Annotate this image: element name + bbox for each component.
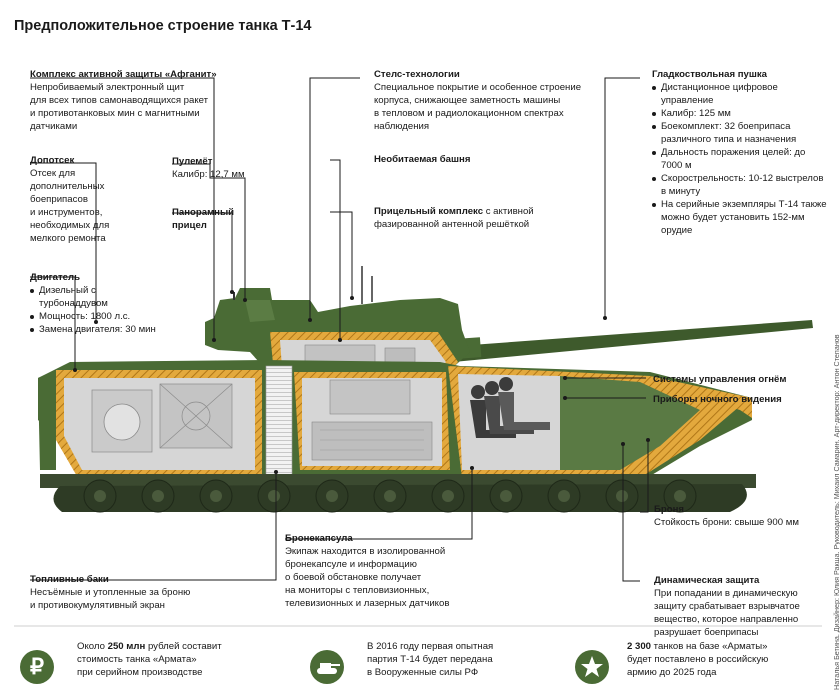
label-panoramic: Панорамный прицел xyxy=(172,206,262,232)
engine-heading: Двигатель xyxy=(30,272,80,283)
footer-text: партия Т-14 будет передана xyxy=(367,654,493,665)
gun-barrel xyxy=(430,320,813,364)
label-dopotsek: Допотсек Отсек для дополнительных боепри… xyxy=(30,154,150,245)
tank-icon xyxy=(310,650,344,684)
gun-item: На серийные экземпляры Т-14 также можно … xyxy=(652,198,827,237)
capsule-line: телевизионных и лазерных датчиков xyxy=(285,598,450,609)
afganit-line: и противотанковых мин с магнитными xyxy=(30,108,200,119)
engine-item: Замена двигателя: 30 мин xyxy=(30,323,160,336)
afganit-line: датчиками xyxy=(30,121,78,132)
afganit-heading: Комплекс активной защиты «Афганит» xyxy=(30,69,217,80)
label-fire-control: Системы управления огнём xyxy=(653,373,823,386)
footer-text: Около xyxy=(77,641,108,652)
gun-item: Калибр: 125 мм xyxy=(652,107,827,120)
crew-silhouettes xyxy=(470,377,550,438)
stealth-line: Специальное покрытие и особенное строени… xyxy=(374,82,582,93)
footer-bold-value: 250 млн xyxy=(107,641,146,652)
label-reactive: Динамическая защита При попадании в дина… xyxy=(654,574,824,639)
armor-line: Стойкость брони: свыше 900 мм xyxy=(654,517,799,528)
label-sight: Прицельный комплекс с активной фазирован… xyxy=(374,205,594,231)
label-armor: Броня Стойкость брони: свыше 900 мм xyxy=(654,503,829,529)
footer-text: армию до 2025 года xyxy=(627,667,717,678)
army-star-icon xyxy=(575,650,609,684)
gun-heading: Гладкоствольная пушка xyxy=(652,69,767,80)
ruble-icon: ₽ xyxy=(20,650,54,684)
sight-heading: Прицельный комплекс xyxy=(374,206,484,217)
gun-item: Дистанционное цифровое управление xyxy=(652,81,827,107)
footer-text: при серийном производстве xyxy=(77,667,203,678)
afganit-line: Непробиваемый электронный щит xyxy=(30,82,185,93)
fuel-line: и противокумулятивный экран xyxy=(30,600,165,611)
dopotsek-heading: Допотсек xyxy=(30,155,75,166)
label-engine: Двигатель Дизельный с турбонаддувом Мощн… xyxy=(30,271,160,336)
panoramic-line: прицел xyxy=(172,220,207,231)
stealth-heading: Стелс-технологии xyxy=(374,69,460,80)
panoramic-line: Панорамный xyxy=(172,207,235,218)
footer-bold-value: 2 300 xyxy=(627,641,652,652)
page-title: Предположительное строение танка Т-14 xyxy=(14,18,312,34)
label-night-vision: Приборы ночного видения xyxy=(653,393,823,406)
reactive-line: вещество, которое направленно xyxy=(654,614,799,625)
dopotsek-line: мелкого ремонта xyxy=(30,233,106,244)
machinegun-heading: Пулемёт xyxy=(172,156,213,167)
footer-cost: Около 250 млн рублей составит стоимость … xyxy=(77,640,267,679)
fire-control-heading: Системы управления огнём xyxy=(653,374,787,385)
capsule-line: на мониторы с тепловизионных, xyxy=(285,585,430,596)
footer-text: будет поставлено в российскую xyxy=(627,654,769,665)
sight-line: фазированной антенной решёткой xyxy=(374,219,530,230)
reactive-heading: Динамическая защита xyxy=(654,575,760,586)
label-gun: Гладкоствольная пушка Дистанционное цифр… xyxy=(652,68,827,237)
engine-item: Мощность: 1800 л.с. xyxy=(30,310,160,323)
dopotsek-line: Отсек для xyxy=(30,168,76,179)
capsule-line: о боевой обстановке получает xyxy=(285,572,422,583)
stealth-line: в тепловом и радиолокационном спектрах xyxy=(374,108,564,119)
footer-text: танков на базе «Арматы» xyxy=(651,641,768,652)
engine-item: Дизельный с турбонаддувом xyxy=(30,284,160,310)
footer-text: В 2016 году первая опытная xyxy=(367,641,494,652)
fuel-heading: Топливные баки xyxy=(30,574,109,585)
dopotsek-line: боеприпасов xyxy=(30,194,88,205)
fuel-line: Несъёмные и утопленные за броню xyxy=(30,587,191,598)
reactive-line: разрушает боеприпасы xyxy=(654,627,759,638)
label-machinegun: Пулемёт Калибр: 12,7 мм xyxy=(172,155,282,181)
gun-item: Дальность поражения целей: до 7000 м xyxy=(652,146,827,172)
afganit-line: для всех типов самонаводящихся ракет xyxy=(30,95,209,106)
machinegun-line: Калибр: 12,7 мм xyxy=(172,169,245,180)
capsule-line: бронекапсуле и информацию xyxy=(285,559,417,570)
label-turret: Необитаемая башня xyxy=(374,153,554,166)
leader-lines xyxy=(30,77,649,582)
sight-inline-text: с активной xyxy=(485,206,534,217)
track-assembly xyxy=(38,370,756,513)
footer-text: в Вооруженные силы РФ xyxy=(367,667,479,678)
capsule-line: Экипаж находится в изолированной xyxy=(285,546,446,557)
night-vision-heading: Приборы ночного видения xyxy=(653,394,782,405)
stealth-line: корпуса, снижающее заметность машины xyxy=(374,95,561,106)
footer-armata-2025: 2 300 танков на базе «Арматы» будет пост… xyxy=(627,640,822,679)
footer-delivery-2016: В 2016 году первая опытная партия Т-14 б… xyxy=(367,640,557,679)
stealth-line: наблюдения xyxy=(374,121,430,132)
label-fuel: Топливные баки Несъёмные и утопленные за… xyxy=(30,573,250,612)
credits: Наталья Бетина. Дизайнер: Юлия Ракша. Ру… xyxy=(832,334,840,690)
armor-heading: Броня xyxy=(654,504,685,515)
label-capsule: Бронекапсула Экипаж находится в изолиров… xyxy=(285,532,485,610)
label-stealth: Стелс-технологии Специальное покрытие и … xyxy=(374,68,604,133)
footer-text: стоимость танка «Армата» xyxy=(77,654,197,665)
footer-text: рублей составит xyxy=(145,641,222,652)
gun-item: Скорострельность: 10-12 выстрелов в мину… xyxy=(652,172,827,198)
dopotsek-line: дополнительных xyxy=(30,181,105,192)
reactive-line: защиту срабатывает взрывчатое xyxy=(654,601,800,612)
turret-heading: Необитаемая башня xyxy=(374,154,471,165)
hull xyxy=(38,360,752,482)
capsule-heading: Бронекапсула xyxy=(285,533,353,544)
gun-item: Боекомплект: 32 боеприпаса различного ти… xyxy=(652,120,827,146)
reactive-line: При попадании в динамическую xyxy=(654,588,798,599)
label-afganit: Комплекс активной защиты «Афганит» Непро… xyxy=(30,68,260,133)
dopotsek-line: и инструментов, xyxy=(30,207,103,218)
dopotsek-line: необходимых для xyxy=(30,220,110,231)
